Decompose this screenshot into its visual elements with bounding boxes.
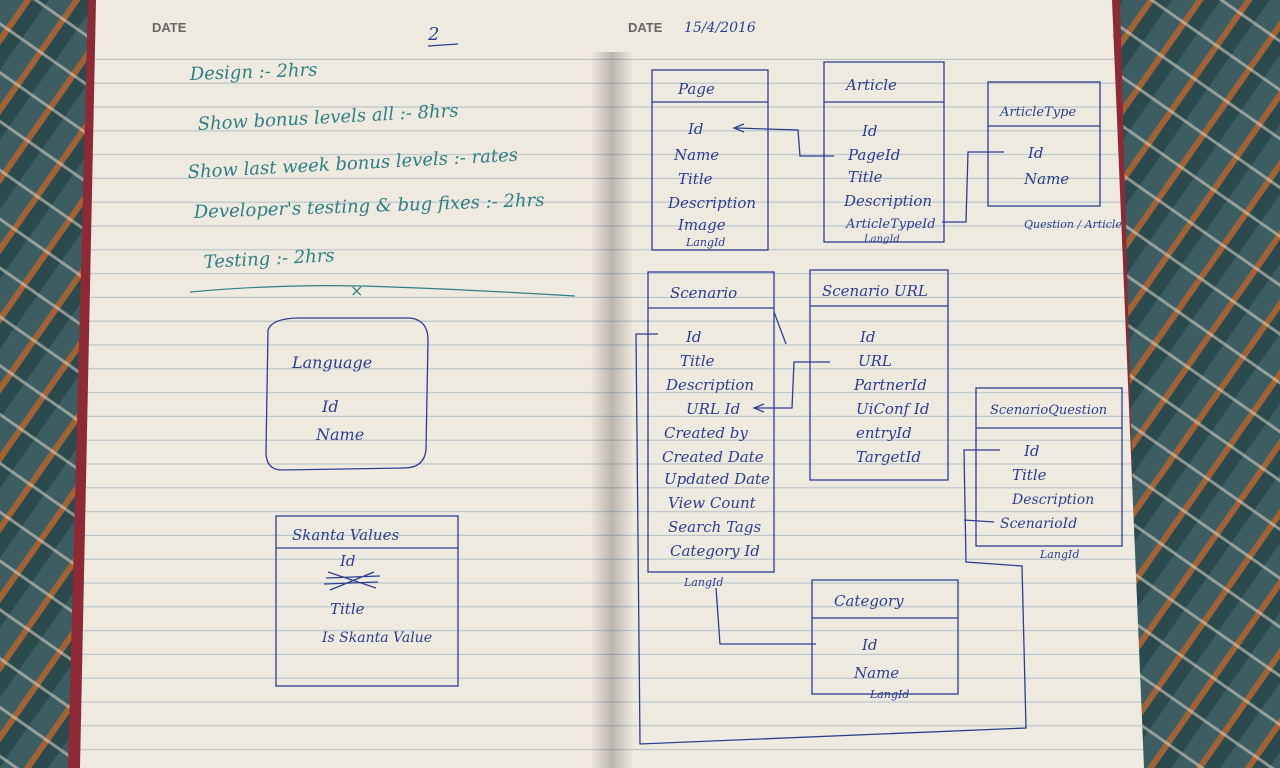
scenario-question-footer: LangId — [1039, 548, 1079, 561]
scenario-url-field: PartnerId — [853, 376, 927, 394]
scenario-field: Search Tags — [668, 518, 761, 536]
er-diagram — [635, 61, 1123, 745]
scenario-question-title: ScenarioQuestion — [990, 403, 1107, 418]
scenario-field: Title — [680, 352, 715, 370]
scenario-url-field: entryId — [856, 424, 912, 442]
page-footer: LangId — [685, 236, 725, 249]
scenario-url-field: TargetId — [856, 448, 921, 466]
svg-text:×: × — [350, 281, 363, 300]
scenario-question-field: ScenarioId — [1000, 516, 1077, 532]
page-field: Title — [678, 170, 713, 188]
values-field: Is Skanta Value — [321, 630, 432, 646]
scenario-url-field: Id — [859, 328, 876, 346]
article-field: ArticleTypeId — [845, 217, 936, 232]
scenario-entity — [647, 271, 775, 573]
page-field: Description — [667, 194, 756, 212]
article-footer: LangId — [863, 234, 900, 245]
values-box-title: Skanta Values — [292, 526, 399, 544]
scribble — [323, 571, 381, 591]
page-entity — [651, 69, 769, 251]
relation-scenario-question — [635, 333, 1027, 745]
scenario-field: Category Id — [670, 542, 760, 560]
language-field: Name — [315, 425, 364, 444]
scenario-field: Updated Date — [664, 470, 770, 488]
relation-scenario-category — [715, 587, 816, 645]
right-date-label: DATE — [628, 20, 663, 35]
scenario-question-field: Title — [1012, 466, 1047, 484]
scenario-footer: LangId — [683, 576, 723, 589]
note-line: Design :- 2hrs — [188, 60, 317, 85]
values-field: Title — [330, 600, 365, 618]
scenario-url-entity — [809, 269, 949, 481]
article-field: Id — [861, 122, 878, 140]
scenario-url-title: Scenario URL — [822, 282, 928, 300]
language-box: Language Id Name — [265, 317, 429, 471]
category-entity — [811, 579, 959, 695]
article-field: Description — [843, 192, 932, 210]
scenario-field: URL Id — [686, 400, 740, 418]
scenario-field: Id — [685, 328, 702, 346]
values-field: Id — [339, 552, 356, 570]
scenario-field: View Count — [668, 494, 757, 512]
category-title: Category — [834, 592, 904, 610]
language-field: Id — [321, 397, 339, 416]
category-field: Id — [861, 636, 878, 654]
scenario-field: Created by — [664, 424, 748, 442]
left-page — [80, 0, 612, 768]
scenario-question-field: Description — [1011, 492, 1094, 508]
relation-article-type — [942, 151, 1004, 223]
scenario-question-field: Id — [1023, 442, 1040, 460]
values-box: Skanta Values Id Title Is Skanta Value — [275, 515, 459, 687]
article-title: Article — [844, 76, 897, 94]
article-type-title: ArticleType — [999, 105, 1076, 120]
category-footer: LangId — [869, 688, 909, 701]
scenario-url-field: URL — [858, 352, 892, 370]
right-date-value: 15/4/2016 — [684, 20, 756, 36]
article-entity — [823, 61, 945, 243]
scenario-title: Scenario — [670, 284, 737, 302]
left-date-label: DATE — [152, 20, 187, 35]
article-type-note: Question / Article — [1024, 218, 1122, 231]
page-field: Name — [673, 146, 719, 164]
relation-scenario-url — [756, 361, 830, 409]
relation-page-article — [735, 127, 834, 157]
category-field: Name — [853, 664, 899, 682]
article-type-entity — [987, 81, 1101, 207]
scenario-field: Description — [665, 376, 754, 394]
scenario-field: Created Date — [662, 448, 764, 466]
article-field: PageId — [847, 146, 900, 164]
page-field: Image — [677, 216, 726, 234]
page-field: Id — [687, 120, 704, 138]
note-underline — [189, 285, 576, 297]
page-gutter — [590, 0, 634, 768]
scenario-url-field: UiConf Id — [856, 400, 929, 418]
corner-mark: 2 — [427, 24, 439, 45]
scenario-question-entity — [975, 387, 1123, 547]
article-field: Title — [848, 168, 883, 186]
article-type-field: Name — [1023, 170, 1069, 188]
right-page — [612, 0, 1144, 768]
article-type-field: Id — [1027, 144, 1044, 162]
language-box-title: Language — [291, 353, 372, 372]
page-title: Page — [677, 80, 715, 98]
